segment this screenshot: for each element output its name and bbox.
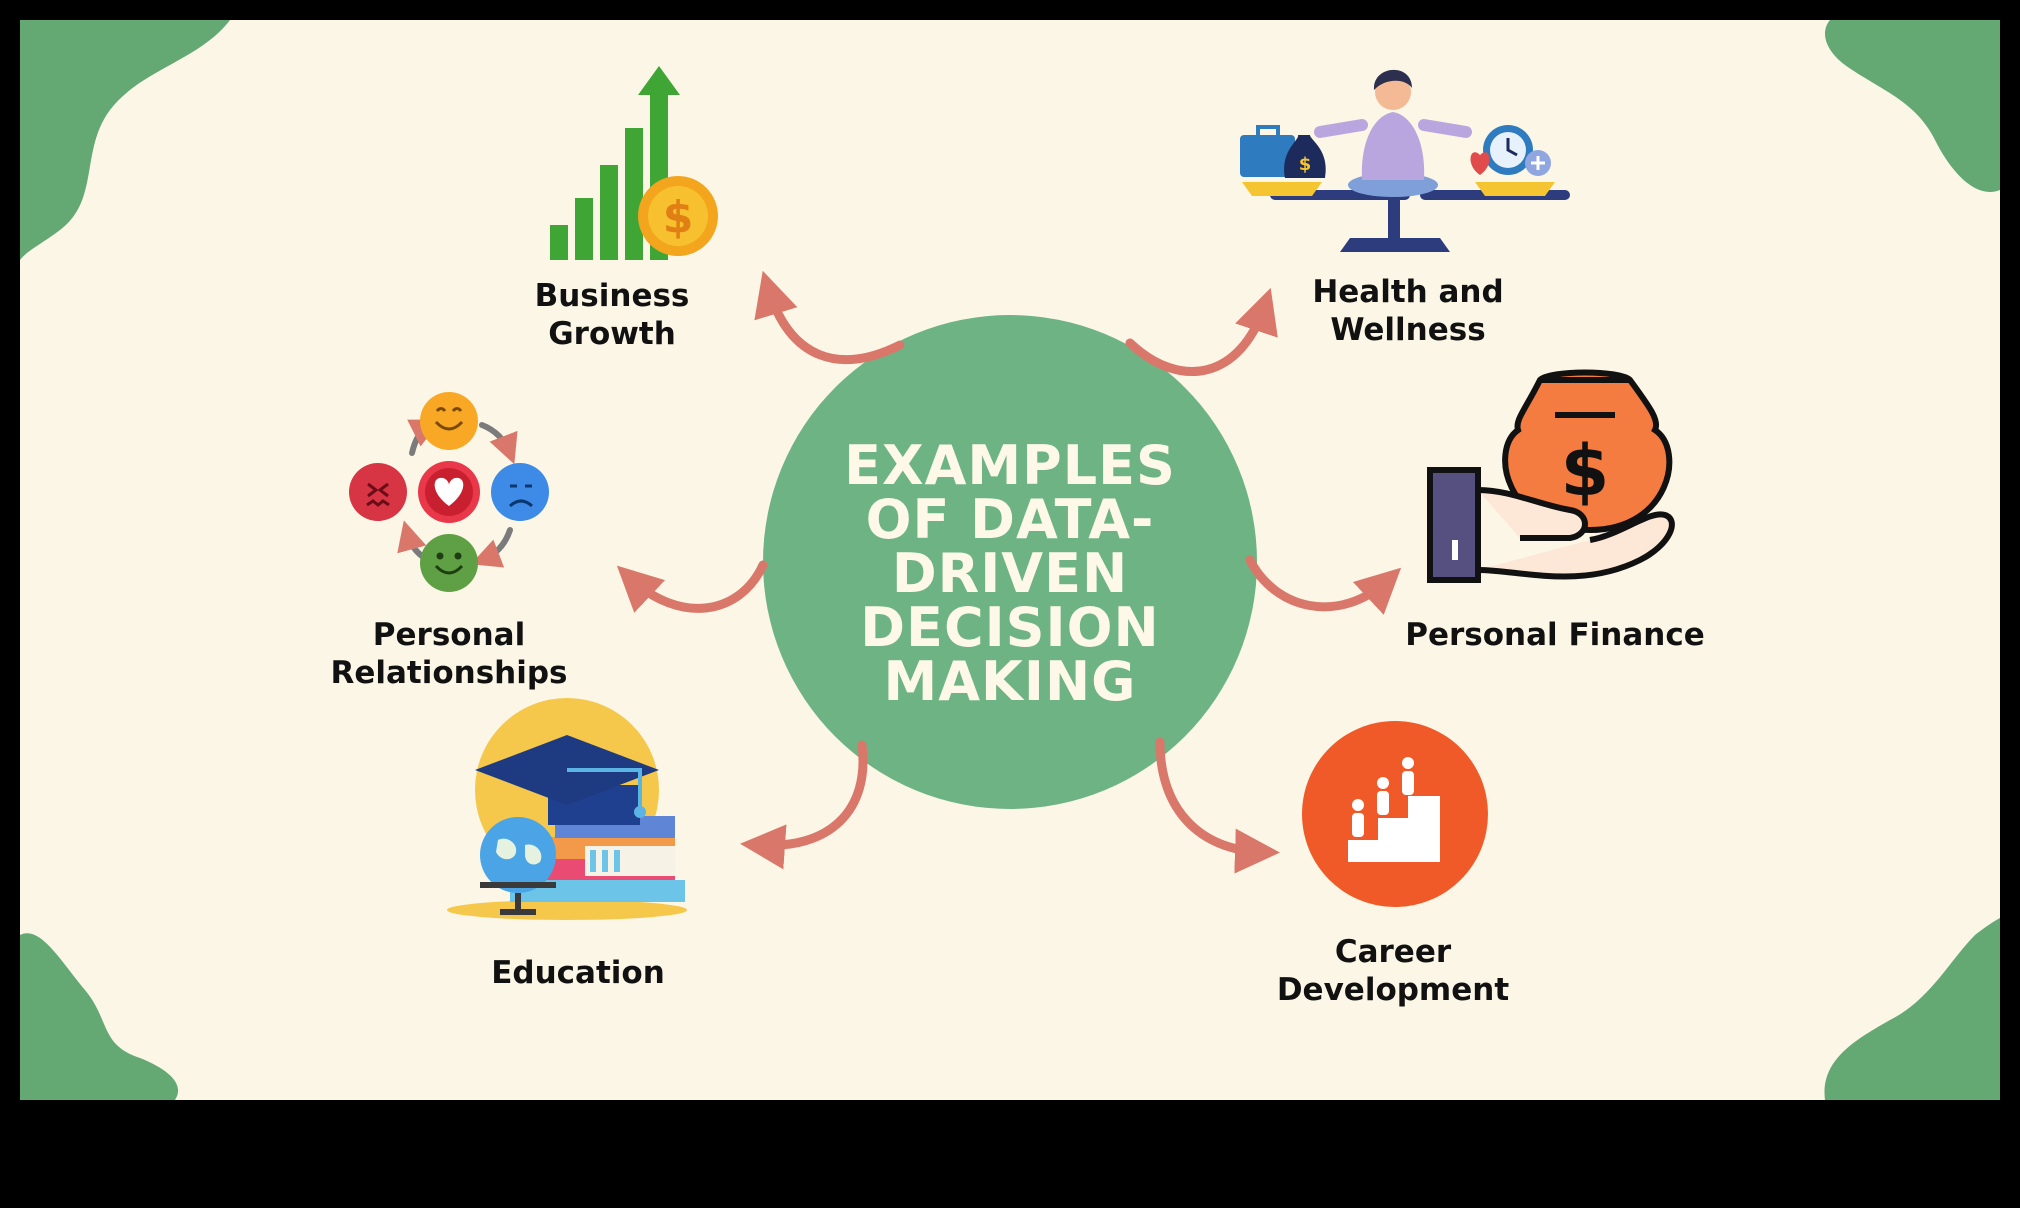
label-business-growth: Business Growth xyxy=(535,278,690,352)
career-development-line-1: Career xyxy=(1335,934,1452,970)
arrow-health-wellness xyxy=(1125,287,1278,377)
label-personal-relationships: Personal Relationships xyxy=(330,617,567,691)
personal-finance-line-1: Personal Finance xyxy=(1405,617,1704,653)
business-growth-line-2: Growth xyxy=(548,316,676,352)
business-growth-line-1: Business xyxy=(535,278,690,314)
education-line-1: Education xyxy=(491,955,665,991)
health-wellness-line-2: Wellness xyxy=(1330,312,1485,348)
blob-bottom-right xyxy=(1824,918,2000,1100)
label-health-wellness: Health and Wellness xyxy=(1312,274,1503,348)
hand-money-bag-icon: $ xyxy=(1427,369,1675,583)
title-line-4: DECISION xyxy=(860,596,1160,659)
arrow-business-growth xyxy=(754,270,905,364)
blob-top-right xyxy=(1825,20,2000,192)
blob-top-left xyxy=(20,20,230,260)
arrow-personal-finance xyxy=(1245,555,1402,615)
arrow-career-development xyxy=(1155,737,1280,874)
blob-bottom-left xyxy=(20,933,179,1100)
hub-title: EXAMPLES OF DATA- DRIVEN DECISION MAKING xyxy=(844,434,1176,713)
title-line-1: EXAMPLES xyxy=(844,434,1176,497)
hub-circle xyxy=(763,315,1257,809)
health-wellness-line-1: Health and xyxy=(1312,274,1503,310)
career-development-line-2: Development xyxy=(1277,972,1509,1008)
svg-text:$: $ xyxy=(1299,154,1312,175)
svg-text:$: $ xyxy=(663,192,694,243)
personal-relationships-line-1: Personal xyxy=(373,617,525,653)
label-education: Education xyxy=(491,955,665,991)
label-personal-finance: Personal Finance xyxy=(1405,617,1704,653)
label-career-development: Career Development xyxy=(1277,934,1509,1008)
title-line-5: MAKING xyxy=(884,650,1137,713)
title-line-2: OF DATA- xyxy=(866,488,1155,551)
arrow-personal-relationships xyxy=(616,560,768,613)
career-stairs-icon xyxy=(1302,721,1488,907)
arrow-education xyxy=(740,740,868,870)
personal-relationships-line-2: Relationships xyxy=(330,655,567,691)
balance-meditation-icon: $ xyxy=(1240,69,1570,252)
title-line-3: DRIVEN xyxy=(892,542,1128,605)
emotion-cycle-icon xyxy=(349,392,549,592)
svg-text:$: $ xyxy=(1561,430,1610,512)
graduation-books-icon xyxy=(447,698,687,920)
bar-chart-dollar-icon: $ xyxy=(550,66,718,260)
